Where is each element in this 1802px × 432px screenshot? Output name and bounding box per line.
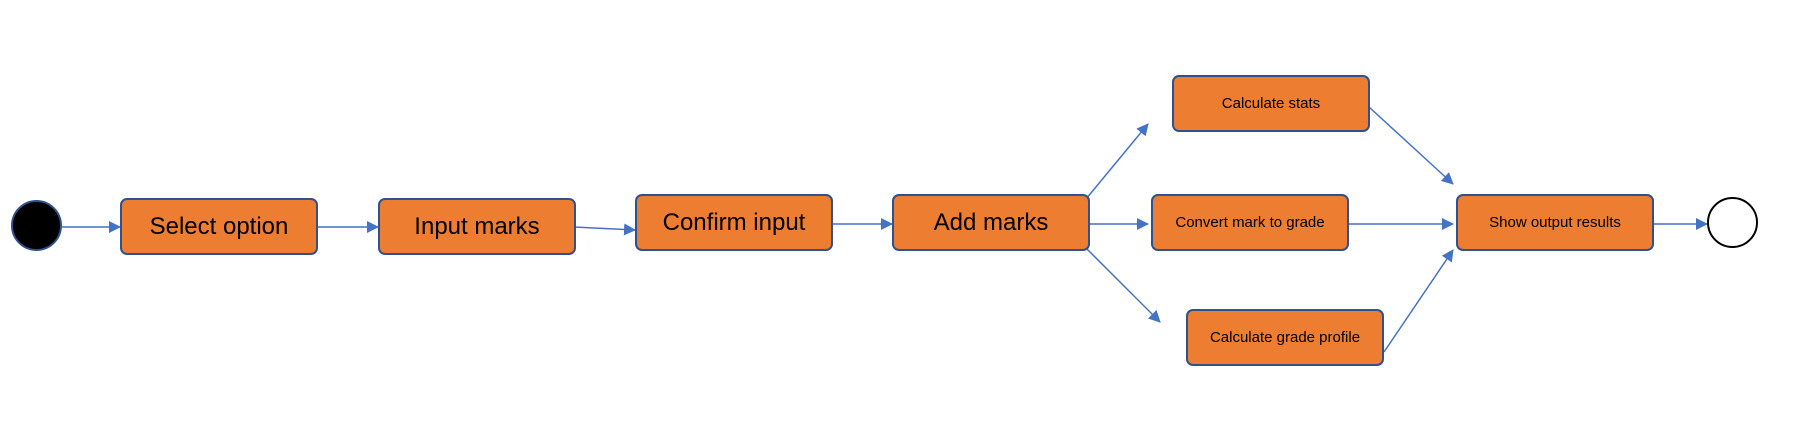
node-convert-mark-to-grade-label: Convert mark to grade — [1175, 214, 1325, 231]
node-calculate-stats: Calculate stats — [1172, 75, 1370, 132]
edge-calculate-stats-to-show-output — [1368, 106, 1454, 185]
edge-input-marks-to-confirm-input — [573, 223, 636, 236]
node-confirm-input-label: Confirm input — [662, 208, 806, 236]
node-calculate-grade-profile-label: Calculate grade profile — [1209, 329, 1361, 346]
node-show-output-results: Show output results — [1456, 194, 1654, 251]
edge-calculate-grade-profile-to-show-output — [1383, 249, 1454, 353]
edge-add-marks-to-calculate-grade-profile — [1077, 239, 1161, 323]
node-input-marks-label: Input marks — [414, 212, 540, 240]
start-node — [11, 200, 62, 251]
node-convert-mark-to-grade: Convert mark to grade — [1151, 194, 1349, 251]
node-show-output-results-label: Show output results — [1489, 214, 1621, 231]
node-add-marks: Add marks — [892, 194, 1090, 251]
edge-add-marks-to-calculate-stats — [1085, 123, 1149, 200]
node-calculate-stats-label: Calculate stats — [1221, 95, 1321, 112]
node-confirm-input: Confirm input — [635, 194, 833, 251]
node-select-option-label: Select option — [149, 212, 289, 240]
node-calculate-grade-profile: Calculate grade profile — [1186, 309, 1384, 366]
node-select-option: Select option — [120, 198, 318, 255]
end-node — [1707, 197, 1758, 248]
node-add-marks-label: Add marks — [933, 208, 1049, 236]
node-input-marks: Input marks — [378, 198, 576, 255]
